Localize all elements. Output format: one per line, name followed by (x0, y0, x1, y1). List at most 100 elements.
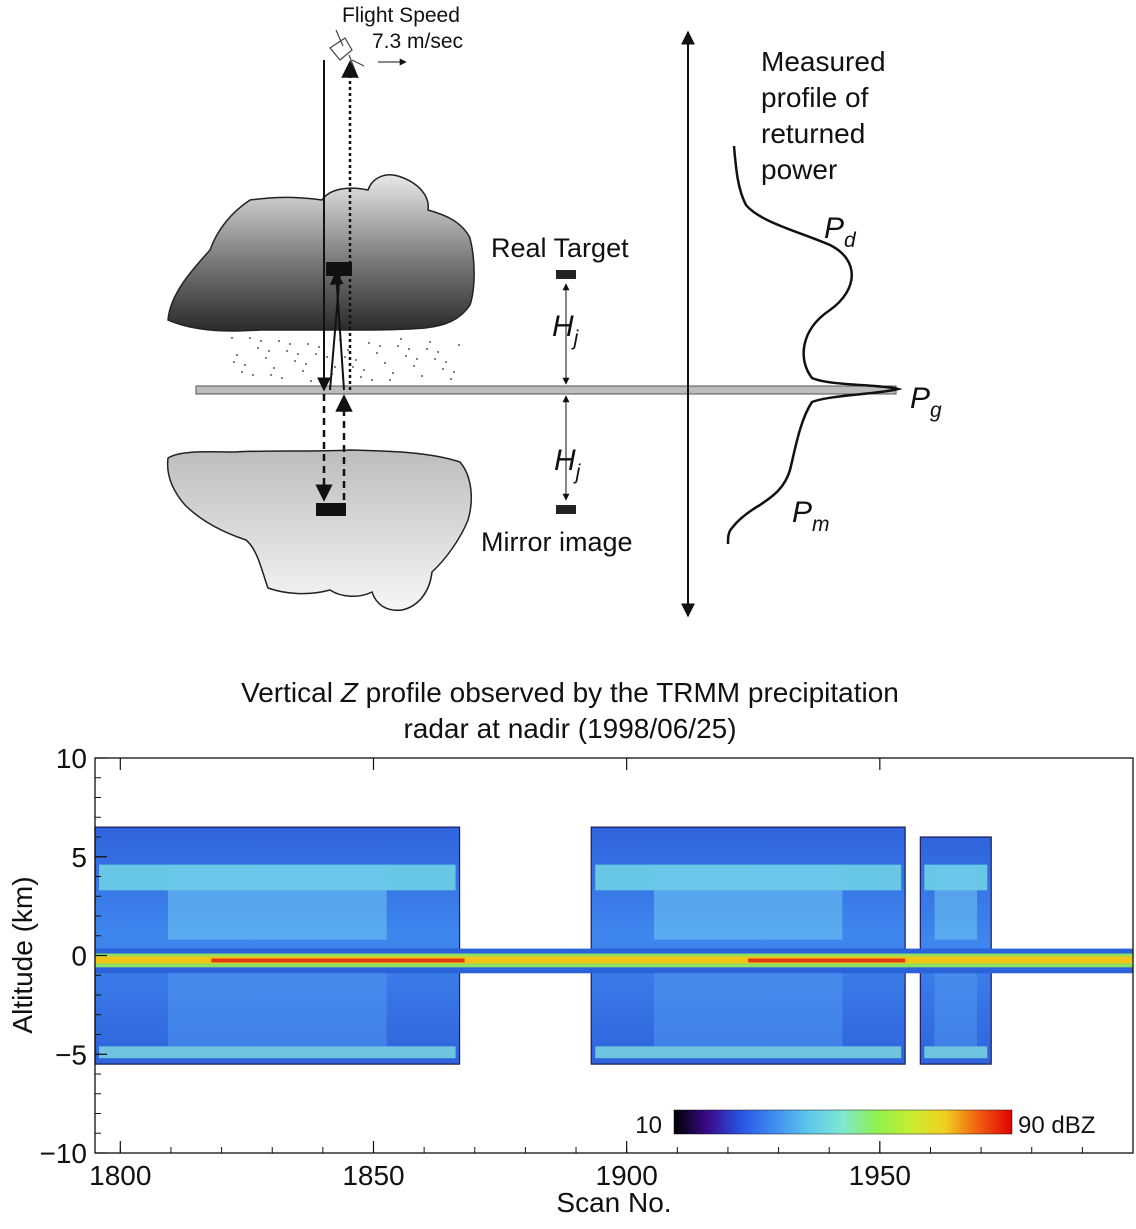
height-label-lower: Hj (554, 444, 582, 484)
echo-core-lower (167, 971, 387, 1047)
real-target-label: Real Target (491, 233, 629, 263)
x-axis-label: Scan No. (556, 1187, 671, 1218)
echo-core-lower (654, 971, 843, 1047)
pg-label: Pg (910, 382, 942, 422)
ground-surface-line (195, 385, 897, 395)
rain-dot (288, 342, 292, 346)
cloud-real (167, 174, 475, 332)
rain-dot (412, 364, 416, 368)
y-tick-label: 10 (56, 743, 87, 774)
rain-dot (399, 337, 403, 341)
flight-speed-label: Flight Speed (342, 4, 460, 27)
target-box-mirror (316, 503, 346, 516)
y-axis-label: Altitude (km) (7, 876, 38, 1033)
rain-dot (243, 363, 247, 367)
chart-title-line-1: Vertical Z profile observed by the TRMM … (241, 677, 899, 708)
rain-dot (388, 378, 392, 382)
rain-dot (264, 356, 268, 360)
surface-echo-peak (748, 958, 906, 963)
real-target-marker (556, 270, 576, 279)
rain-dot (235, 353, 239, 357)
rain-dot (248, 336, 252, 340)
rain-dot (301, 369, 305, 373)
rain-dot (309, 379, 313, 383)
bright-band-lower (595, 1046, 902, 1059)
rain-dot (314, 352, 318, 356)
rain-dot (251, 373, 255, 377)
cloud-mirror (166, 449, 473, 612)
rain-dot (370, 378, 374, 382)
rain-dot (343, 355, 347, 359)
rain-dot (285, 349, 289, 353)
rain-dot (375, 351, 379, 355)
echo-core-upper (167, 868, 387, 940)
rain-dot (425, 347, 429, 351)
y-tick-label: −5 (55, 1039, 87, 1070)
rain-dot (280, 376, 284, 380)
rain-dot (362, 368, 366, 372)
pm-label: Pm (792, 496, 830, 536)
flight-speed-value: 7.3 m/sec (372, 30, 463, 53)
rain-dot (449, 377, 453, 381)
surface-echo-peak (211, 958, 465, 963)
rain-dot (317, 345, 321, 349)
satellite-icon (329, 29, 365, 79)
rain-dot (457, 343, 461, 347)
rain-dot (452, 370, 456, 374)
rain-dot (272, 366, 276, 370)
y-tick-label: 0 (71, 941, 87, 972)
x-tick-label: 1900 (596, 1160, 658, 1191)
rain-dot (407, 347, 411, 351)
height-label-upper: Hj (552, 310, 580, 350)
rain-dot (230, 336, 234, 340)
colorbar-min-label: 10 (635, 1112, 662, 1139)
rain-dot (354, 358, 358, 362)
x-tick-label: 1850 (342, 1160, 404, 1191)
rain-dot (256, 346, 260, 350)
echo-core-upper (934, 868, 978, 940)
bright-band-lower (924, 1046, 988, 1059)
bright-band-lower (99, 1046, 456, 1059)
echo-core-lower (934, 971, 978, 1047)
radar-geometry-diagram: Flight Speed 7.3 m/sec Real Target (166, 4, 942, 618)
rain-dot (359, 375, 363, 379)
rain-dot (441, 367, 445, 371)
rain-dot (346, 348, 350, 352)
x-tick-label: 1800 (89, 1160, 151, 1191)
surface-echo-inner (95, 956, 1133, 964)
rain-dot (293, 359, 297, 363)
pd-label: Pd (824, 212, 857, 252)
rain-dot (267, 349, 271, 353)
rain-dot (351, 365, 355, 369)
beam-reflect-line-b (329, 270, 345, 391)
mirror-target-marker (556, 505, 576, 514)
rain-dot (383, 361, 387, 365)
rain-dot (378, 344, 382, 348)
rain-dot (367, 341, 371, 345)
y-tick-label: −10 (40, 1138, 88, 1169)
rain-dot (333, 365, 337, 369)
returned-power-curve (726, 145, 903, 545)
chart-title-line-2: radar at nadir (1998/06/25) (403, 713, 736, 744)
rain-dot (404, 354, 408, 358)
rain-dot (259, 339, 263, 343)
rain-dot (304, 362, 308, 366)
rain-dot (325, 355, 329, 359)
colorbar (673, 1109, 1013, 1135)
rain-dot (415, 357, 419, 361)
y-tick-label: 5 (71, 842, 87, 873)
x-tick-label: 1950 (849, 1160, 911, 1191)
rain-dot (433, 357, 437, 361)
measured-profile-label: Measured profile of returned power (761, 46, 893, 185)
z-profile-chart: Vertical Z profile observed by the TRMM … (7, 677, 1134, 1218)
plot-area (94, 757, 1134, 1154)
rain-dot (428, 340, 432, 344)
target-box-real (326, 262, 352, 276)
rain-dot (396, 344, 400, 348)
rain-dot (306, 342, 310, 346)
echo-core-upper (654, 868, 843, 940)
axis-ticks: 1800 1850 1900 1950 10 5 0 −5 −10 (40, 743, 1134, 1191)
rain-dot (277, 339, 281, 343)
rain-dots (230, 336, 461, 383)
